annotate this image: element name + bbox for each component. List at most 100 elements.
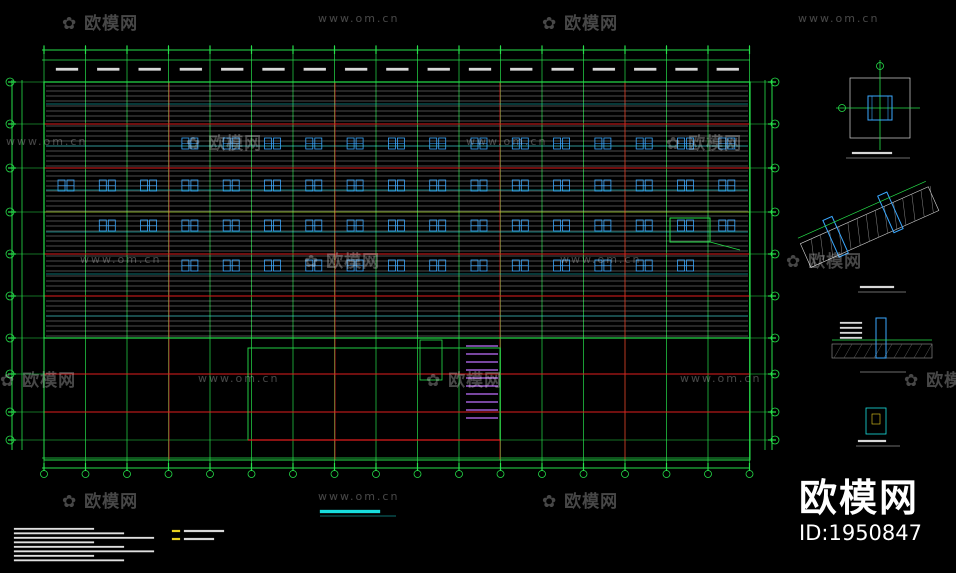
axis-bubble-bottom [496,470,505,478]
beam-tag-label [551,67,574,71]
section-hatch [893,343,903,359]
roof-boundary [43,81,751,339]
section-hatch [875,210,879,238]
axis-bubble-bottom [621,470,629,478]
legend-swatch [171,529,181,533]
beam-tag-label [179,67,203,71]
beam-tag-label [55,67,79,71]
section-hatch [902,198,907,226]
axis-bubble-right [770,249,780,259]
axis-bubble-right [770,77,780,87]
detail-column [867,95,893,121]
section-hatch [843,343,853,359]
beam-tag-label [675,67,698,71]
axis-bubble-right [770,369,780,379]
axis-bubble-bottom [81,470,90,478]
beam-tag-label [716,67,739,71]
axis-bubble-left [5,333,15,343]
axis-bubble-bottom [164,470,173,478]
structural-plan [5,45,780,562]
axis-bubble-right [770,333,780,343]
note-line [13,536,155,539]
axis-bubble-bottom [372,470,380,478]
detail-column-plan [836,60,920,159]
section-slab [831,343,933,359]
axis-bubble-left [5,435,15,445]
section-note [839,326,863,329]
section-flashing [797,180,926,239]
legend-text [183,529,225,533]
detail-section-b [831,317,933,373]
section-steel [877,191,904,234]
detail-axis-bubble [838,104,846,112]
axis-bubble-right [770,119,780,129]
beam-tag-label [386,67,409,71]
note-line [13,550,155,553]
beam-tag-label [262,67,285,71]
beam-tag-label [97,67,120,71]
beam-tag-label [592,67,616,71]
section-hatch [833,343,843,359]
beam-tag-label [221,67,244,71]
detail-title-label [857,439,887,443]
axis-bubble-bottom [123,470,131,478]
beam-tag-label [468,67,492,71]
axis-bubble-left [5,291,15,301]
section-hatch [893,202,898,230]
axis-bubble-bottom [40,470,48,478]
section-hatch [884,206,888,234]
brand-stamp: 欧模网 ID:1950847 [799,478,922,546]
section-hatch [838,226,843,254]
section-slab [799,186,940,268]
section-hatch [883,343,893,359]
axis-bubble-bottom [579,470,588,478]
section-hatch [820,234,824,262]
axis-bubble-left [5,249,15,259]
beam-tag-label [634,67,657,71]
axis-bubble-left [5,369,15,379]
detail-title-label [859,285,895,289]
axis-bubble-left [5,207,15,217]
section-hatch [913,343,923,359]
section-hatch [923,343,933,359]
brand-name: 欧模网 [799,476,920,520]
note-line [13,545,125,548]
section-hatch [847,222,852,250]
section-hatch [920,189,925,218]
section-hatch [853,343,863,359]
section-hatch [929,185,934,213]
legend-text [183,537,215,541]
section-hatch [865,214,870,242]
courtyard-boundary [247,347,501,441]
axis-bubble-right [770,163,780,173]
axis-bubble-bottom [704,470,712,478]
beam-tag-label [510,67,533,71]
legend-swatch [171,537,181,541]
section-note [839,331,863,334]
section-hatch [856,218,861,246]
detail-small-symbol [856,407,900,447]
annex-boundary [43,337,751,461]
section-hatch [903,343,913,359]
note-line [13,559,125,562]
axis-bubble-bottom [413,470,422,478]
axis-bubble-bottom [206,470,214,478]
beam-tag-label [138,67,161,71]
beam-tag-label [427,67,450,71]
axis-bubble-bottom [289,470,297,478]
detail-title-label [851,151,893,155]
symbol-frame [865,407,887,435]
section-steel [822,215,849,258]
symbol-core [871,413,881,425]
section-hatch [811,238,815,266]
section-note [839,336,863,339]
section-steel [875,317,887,359]
note-line [13,532,125,535]
section-note [839,321,863,324]
axis-bubble-bottom [745,470,754,478]
callout-box [669,217,711,243]
axis-bubble-bottom [662,470,671,478]
axis-bubble-bottom [330,470,339,478]
